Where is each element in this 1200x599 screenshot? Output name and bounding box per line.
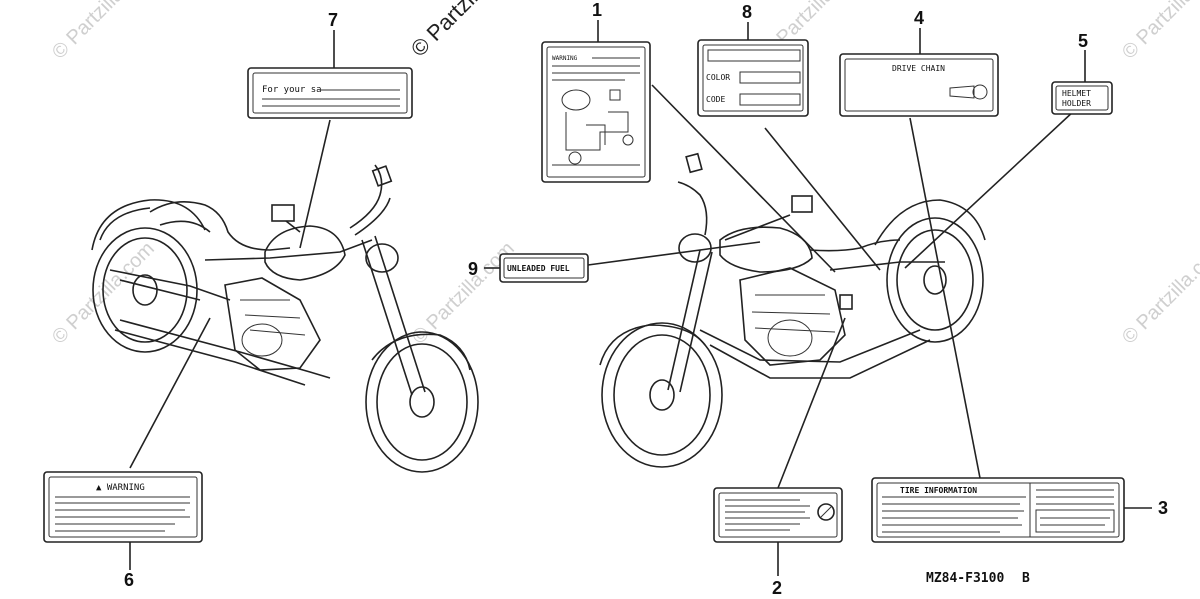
callout-numbers: 1 2 3 4 5 6 7 8 9: [124, 0, 1168, 598]
helmet-text: HELMET: [1062, 89, 1091, 98]
label-7-safety-decal: For your sa: [247, 67, 413, 119]
label-9-unleaded-fuel: UNLEADED FUEL: [499, 253, 589, 283]
callout-3: 3: [1158, 498, 1168, 518]
label-5-helmet-holder: HELMET HOLDER: [1051, 81, 1113, 115]
watermark: © Partzilla.com: [1118, 0, 1200, 64]
callout-6: 6: [124, 570, 134, 590]
unleaded-fuel-text: UNLEADED FUEL: [507, 264, 570, 273]
callout-9: 9: [468, 259, 478, 279]
callout-1: 1: [592, 0, 602, 20]
tire-information-text: TIRE INFORMATION: [900, 486, 977, 495]
code-field-label: CODE: [706, 95, 725, 104]
motorcycle-left-side: [91, 164, 479, 473]
for-your-safety-text: For your sa: [262, 85, 322, 95]
callout-8: 8: [742, 2, 752, 22]
label-4-drive-chain: DRIVE CHAIN: [839, 53, 999, 117]
label-1-warning-decal: WARNING: [541, 41, 651, 183]
diagram-revision: B: [1022, 571, 1030, 586]
label-8-color-code: COLOR CODE: [697, 39, 809, 117]
watermark-main: © Partzilla.com: [406, 0, 529, 62]
warning-text: ▲ WARNING: [96, 483, 145, 493]
callout-4: 4: [914, 8, 924, 28]
leader-lines: [129, 20, 1152, 576]
watermark: © Partzilla.com: [1118, 238, 1200, 349]
label-2-decal: [713, 487, 843, 543]
drive-chain-text: DRIVE CHAIN: [892, 64, 945, 73]
label-3-tire-information: TIRE INFORMATION: [871, 477, 1125, 543]
callout-2: 2: [772, 578, 782, 598]
warning-small-text: WARNING: [552, 55, 578, 62]
callout-7: 7: [328, 10, 338, 30]
motorcycle-right-side: [599, 152, 986, 468]
callout-5: 5: [1078, 31, 1088, 51]
color-field-label: COLOR: [706, 73, 730, 82]
watermark: © Partzilla.com: [48, 0, 159, 64]
diagram-code: MZ84-F3100: [926, 571, 1004, 586]
label-6-warning: ▲ WARNING: [43, 471, 203, 543]
holder-text: HOLDER: [1062, 99, 1091, 108]
